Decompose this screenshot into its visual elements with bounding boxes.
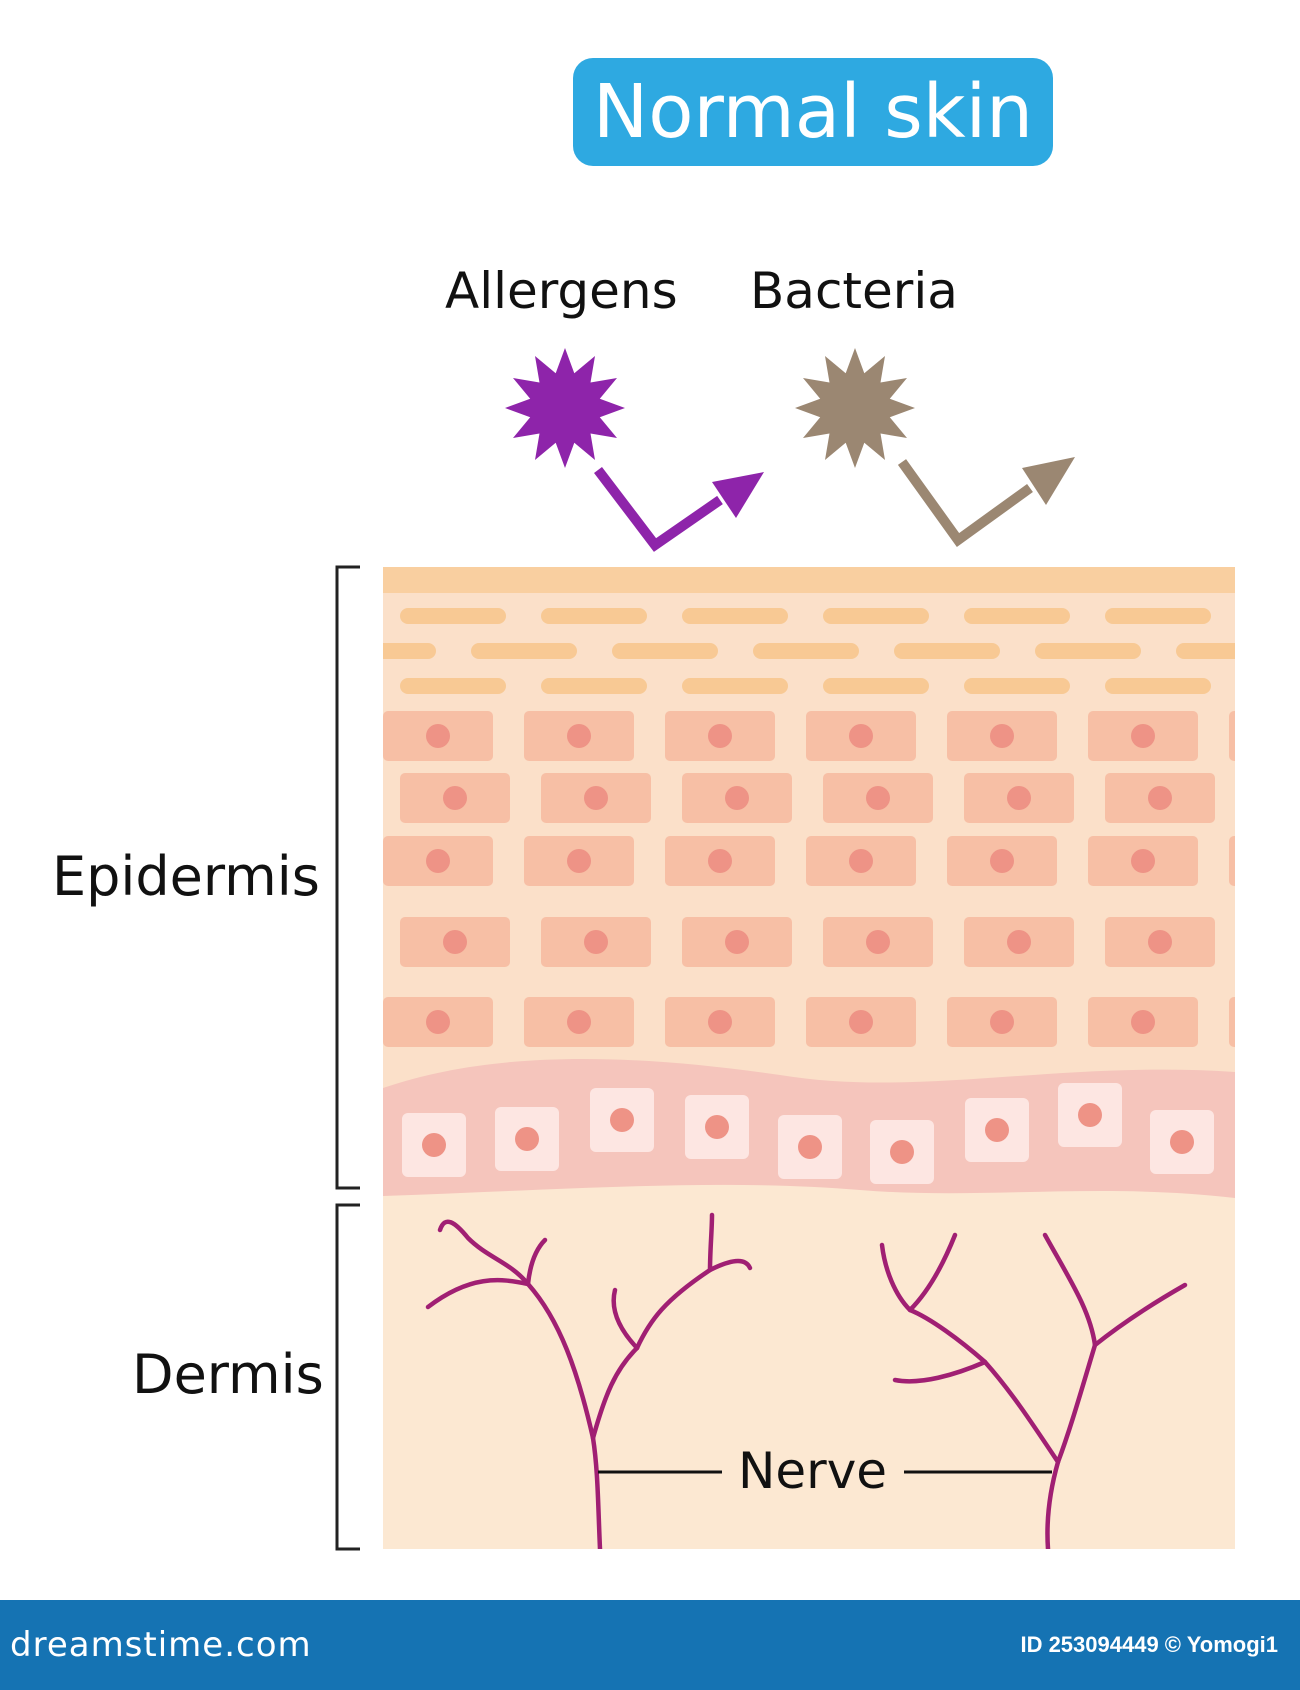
basal-cells — [402, 1083, 1214, 1184]
spinous-cells-layer — [285, 711, 1300, 1047]
flat-cell — [541, 678, 647, 694]
cell-nucleus — [285, 1010, 309, 1034]
cell-nucleus — [849, 1010, 873, 1034]
cell-nucleus — [1131, 724, 1155, 748]
flat-cell — [964, 608, 1070, 624]
bacteria-deflect-arrow-icon — [897, 457, 1075, 547]
cell-nucleus — [1007, 786, 1031, 810]
flat-cell — [682, 678, 788, 694]
cell-nucleus — [725, 930, 749, 954]
cell-nucleus — [1078, 1103, 1102, 1127]
title-badge: Normal skin — [573, 58, 1053, 166]
cell-nucleus — [610, 1108, 634, 1132]
cell-nucleus — [443, 786, 467, 810]
bacteria-group — [795, 348, 1075, 547]
epidermis-label: Epidermis — [52, 845, 320, 908]
skin-cell — [1229, 711, 1235, 761]
cell-nucleus — [1007, 930, 1031, 954]
flat-cell — [1035, 643, 1141, 659]
cell-nucleus — [584, 930, 608, 954]
allergen-deflect-arrow-icon — [594, 466, 764, 552]
flat-cell — [1105, 678, 1211, 694]
cell-nucleus — [1272, 849, 1296, 873]
allergen-icon — [505, 348, 625, 468]
flat-cell — [682, 608, 788, 624]
cell-nucleus — [798, 1135, 822, 1159]
flat-cell — [894, 643, 1000, 659]
cell-nucleus — [849, 849, 873, 873]
skin-cell — [1246, 773, 1300, 823]
cell-nucleus — [584, 786, 608, 810]
cell-nucleus — [1272, 724, 1296, 748]
cell-nucleus — [567, 849, 591, 873]
cell-nucleus — [422, 1133, 446, 1157]
cell-nucleus — [1131, 1010, 1155, 1034]
cell-nucleus — [890, 1140, 914, 1164]
cell-nucleus — [708, 1010, 732, 1034]
bacteria-label: Bacteria — [750, 262, 958, 320]
stratum-corneum — [383, 567, 1235, 593]
flat-cell — [1246, 608, 1300, 624]
flat-cell — [823, 608, 929, 624]
flat-cell — [471, 643, 577, 659]
cell-nucleus — [426, 1010, 450, 1034]
cell-nucleus — [866, 786, 890, 810]
allergen-group — [505, 348, 764, 552]
cell-nucleus — [285, 724, 309, 748]
flat-cell — [1176, 643, 1235, 659]
cell-nucleus — [567, 1010, 591, 1034]
cell-nucleus — [705, 1115, 729, 1139]
cell-nucleus — [708, 849, 732, 873]
cell-nucleus — [990, 724, 1014, 748]
dermis-label: Dermis — [132, 1343, 324, 1406]
flat-cell — [1246, 678, 1300, 694]
flat-cell — [383, 643, 436, 659]
skin-diagram — [285, 348, 1300, 1551]
cell-nucleus — [426, 849, 450, 873]
dermis-bracket — [335, 1203, 360, 1551]
allergens-label: Allergens — [445, 262, 678, 320]
cell-nucleus — [567, 724, 591, 748]
skin-cross-section — [285, 567, 1300, 1549]
cell-nucleus — [1148, 930, 1172, 954]
cell-nucleus — [990, 849, 1014, 873]
cell-nucleus — [443, 930, 467, 954]
cell-nucleus — [725, 786, 749, 810]
cell-nucleus — [1289, 786, 1300, 810]
flat-cell — [400, 608, 506, 624]
cell-nucleus — [285, 849, 309, 873]
nerve-label: Nerve — [738, 1442, 888, 1500]
flat-cell — [541, 608, 647, 624]
footer-brand: dreamstime.com — [10, 1625, 312, 1665]
epidermis-bracket — [335, 565, 360, 1190]
cell-nucleus — [985, 1118, 1009, 1142]
skin-cell — [1229, 997, 1235, 1047]
cell-nucleus — [990, 1010, 1014, 1034]
flat-cell — [823, 678, 929, 694]
cell-nucleus — [866, 930, 890, 954]
dermis-background — [383, 1160, 1235, 1549]
flat-cell — [753, 643, 859, 659]
footer-bar: dreamstime.com ID 253094449 © Yomogi1 — [0, 1600, 1300, 1690]
cell-nucleus — [1272, 1010, 1296, 1034]
nerve-branches — [425, 1212, 1188, 1549]
cell-nucleus — [849, 724, 873, 748]
cell-nucleus — [1131, 849, 1155, 873]
cell-nucleus — [708, 724, 732, 748]
cell-nucleus — [1170, 1130, 1194, 1154]
flat-cell — [612, 643, 718, 659]
skin-cell — [1246, 917, 1300, 967]
cell-nucleus — [515, 1127, 539, 1151]
flat-cell — [400, 678, 506, 694]
bacteria-icon — [795, 348, 915, 468]
footer-credit: ID 253094449 © Yomogi1 — [1020, 1632, 1278, 1657]
flat-cell — [964, 678, 1070, 694]
cell-nucleus — [426, 724, 450, 748]
flat-cells-layer — [383, 608, 1300, 694]
cell-nucleus — [1148, 786, 1172, 810]
cell-nucleus — [1289, 930, 1300, 954]
flat-cell — [1105, 608, 1211, 624]
skin-cell — [1229, 836, 1235, 886]
